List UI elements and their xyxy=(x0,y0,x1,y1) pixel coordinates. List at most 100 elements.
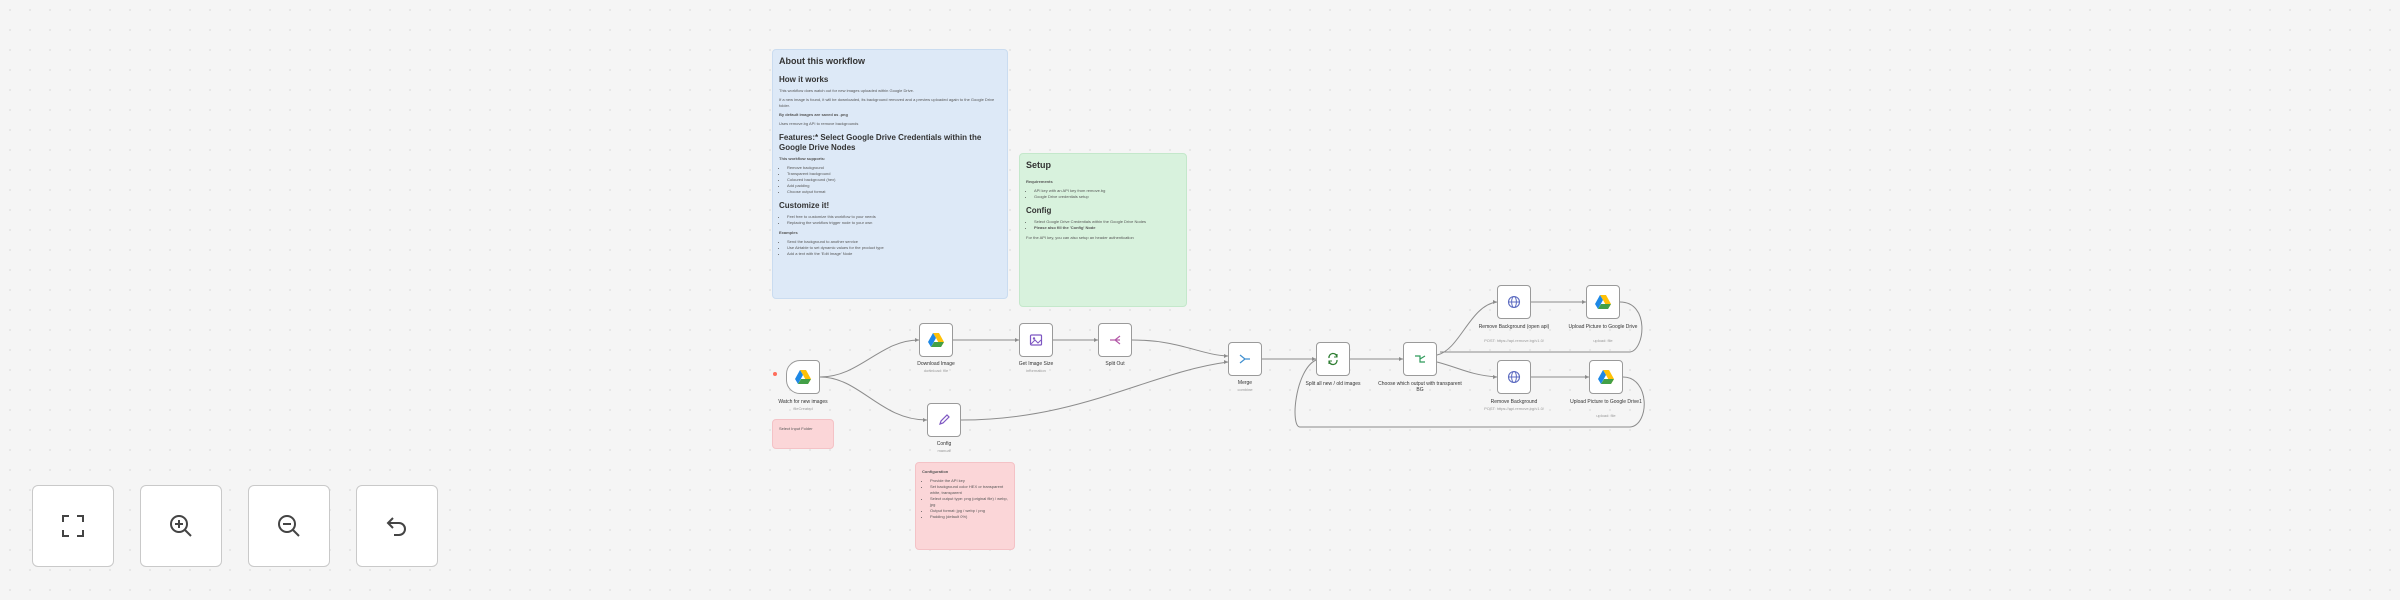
node-get-image-size[interactable] xyxy=(1019,323,1053,357)
configuration-title: Configuration xyxy=(922,469,949,474)
node-remove-background-open[interactable] xyxy=(1497,285,1531,319)
fullscreen-icon xyxy=(62,515,84,537)
list-item: Choose output format xyxy=(787,189,1001,195)
about-title: About this workflow xyxy=(779,56,865,66)
node-subtitle: combine xyxy=(1237,387,1253,392)
list-item: Coloured background (hex) xyxy=(787,177,1001,183)
node-subtitle: upload: file xyxy=(1593,338,1613,343)
examples-list: Send the background to another service U… xyxy=(779,239,1001,257)
supports-label: This workflow supports: xyxy=(779,156,826,161)
node-label: Watch for new images xyxy=(778,399,828,405)
list-item: Remove background xyxy=(787,165,1001,171)
list-item: Google Drive credentials setup xyxy=(1034,194,1180,200)
list-item: Send the background to another service xyxy=(787,239,1001,245)
edge-upload2-loop-back xyxy=(1294,359,1645,428)
requirements-label: Requirements xyxy=(1026,179,1053,184)
list-item: Provide the API key xyxy=(930,478,1008,484)
edge-switch-removebg xyxy=(1436,361,1498,378)
pencil-icon xyxy=(939,414,950,425)
configuration-list: Provide the API key Set background color… xyxy=(922,478,1008,520)
edge-split-merge xyxy=(1131,339,1229,357)
undo-icon xyxy=(386,517,406,536)
node-split-out[interactable] xyxy=(1098,323,1132,357)
undo-button[interactable] xyxy=(356,485,438,567)
split-icon xyxy=(1110,335,1121,345)
sticky-note-configuration[interactable]: Configuration Provide the API key Set ba… xyxy=(915,462,1015,550)
setup-title: Setup xyxy=(1026,160,1052,170)
node-switch-output[interactable] xyxy=(1403,342,1437,376)
list-item: Padding (default 0%) xyxy=(930,514,1008,520)
edge-watch-config xyxy=(819,376,928,421)
node-label: Split Out xyxy=(1105,361,1125,367)
node-subtitle: fileCreated xyxy=(793,406,813,411)
trigger-indicator xyxy=(773,372,777,376)
how-text-4: Uses remove.bg API to remove backgrounds xyxy=(779,121,859,126)
list-item: Set background color HEX or transparent … xyxy=(930,484,1008,496)
sticky-note-about[interactable]: About this workflow How it works This wo… xyxy=(772,49,1008,299)
zoom-out-icon xyxy=(278,515,300,537)
node-upload-picture-1[interactable] xyxy=(1589,360,1623,394)
node-label: Remove Background (open api) xyxy=(1478,324,1550,330)
zoom-in-icon xyxy=(170,515,192,537)
requirements-list: API key with an API key from remove.bg G… xyxy=(1026,188,1180,200)
how-it-works-heading: How it works xyxy=(779,75,829,84)
edge-watch-download xyxy=(819,339,920,378)
how-text-1: This workflow does watch out for new ima… xyxy=(779,88,914,93)
customize-list: Feel free to customize this workflow to … xyxy=(779,214,1001,226)
node-download-image[interactable] xyxy=(919,323,953,357)
node-subtitle: manual xyxy=(937,448,951,453)
node-watch-new-images[interactable] xyxy=(786,360,820,394)
node-remove-background[interactable] xyxy=(1497,360,1531,394)
switch-icon xyxy=(1415,355,1426,363)
features-heading: Features:* Select Google Drive Credentia… xyxy=(779,133,982,152)
node-label: Split all new / old images xyxy=(1305,381,1361,387)
globe-icon xyxy=(1507,370,1521,384)
node-label: Merge xyxy=(1237,380,1253,386)
node-config[interactable] xyxy=(927,403,961,437)
customize-heading: Customize it! xyxy=(779,201,830,210)
sticky-note-trigger[interactable]: Select Input Folder xyxy=(772,419,834,449)
image-icon xyxy=(1029,334,1043,346)
merge-icon xyxy=(1239,354,1250,364)
list-item: Feel free to customize this workflow to … xyxy=(787,214,1001,220)
node-subtitle: POST: https://api.remove.bg/v1.0/ xyxy=(1484,338,1544,343)
list-item: Replacing the workflow trigger node to y… xyxy=(787,220,1001,226)
node-label: Get Image Size xyxy=(1018,361,1054,367)
loop-icon xyxy=(1328,352,1338,366)
node-upload-picture[interactable] xyxy=(1586,285,1620,319)
sticky-note-setup[interactable]: Setup Requirements API key with an API k… xyxy=(1019,153,1187,307)
google-drive-icon xyxy=(795,370,811,384)
google-drive-icon xyxy=(1598,370,1614,384)
node-merge[interactable] xyxy=(1228,342,1262,376)
google-drive-icon xyxy=(928,333,944,347)
zoom-in-button[interactable] xyxy=(140,485,222,567)
config-heading: Config xyxy=(1026,206,1052,215)
zoom-out-button[interactable] xyxy=(248,485,330,567)
supports-list: Remove background Transparent background… xyxy=(779,165,1001,195)
edge-config-merge xyxy=(960,361,1229,421)
list-item: Transparent background xyxy=(787,171,1001,177)
node-label: Download Image xyxy=(917,361,955,367)
list-item: Add a text with the 'Edit Image' Node xyxy=(787,251,1001,257)
list-item: Output format: jpg / webp / png xyxy=(930,508,1008,514)
list-item: API key with an API key from remove.bg xyxy=(1034,188,1180,194)
fit-view-button[interactable] xyxy=(32,485,114,567)
config-text: For the API key, you can also setup an h… xyxy=(1026,235,1134,240)
node-subtitle: upload: file xyxy=(1596,413,1616,418)
config-list: Select Google Drive Credentials within t… xyxy=(1026,219,1180,231)
list-item: Select Google Drive Credentials within t… xyxy=(1034,219,1180,225)
globe-icon xyxy=(1507,295,1521,309)
node-label: Choose which output with transparent BG xyxy=(1378,381,1462,393)
node-loop-images[interactable] xyxy=(1316,342,1350,376)
node-label: Upload Picture to Google Drive xyxy=(1568,324,1638,330)
how-text-2: If a new image is found, it will be down… xyxy=(779,97,995,108)
list-item: Please also fill the 'Config' Node xyxy=(1034,225,1180,231)
how-text-3: By default images are saved as .png xyxy=(779,112,848,117)
node-subtitle: POST: https://api.remove.bg/v1.0/ xyxy=(1484,406,1544,411)
node-label: Remove Background xyxy=(1490,399,1538,405)
node-label: Upload Picture to Google Drive1 xyxy=(1570,399,1642,405)
list-item: Use Airtable to set dynamic values for t… xyxy=(787,245,1001,251)
list-item: Select output type: png (original file) … xyxy=(930,496,1008,508)
edge-upload1-loop-back xyxy=(1440,301,1643,353)
